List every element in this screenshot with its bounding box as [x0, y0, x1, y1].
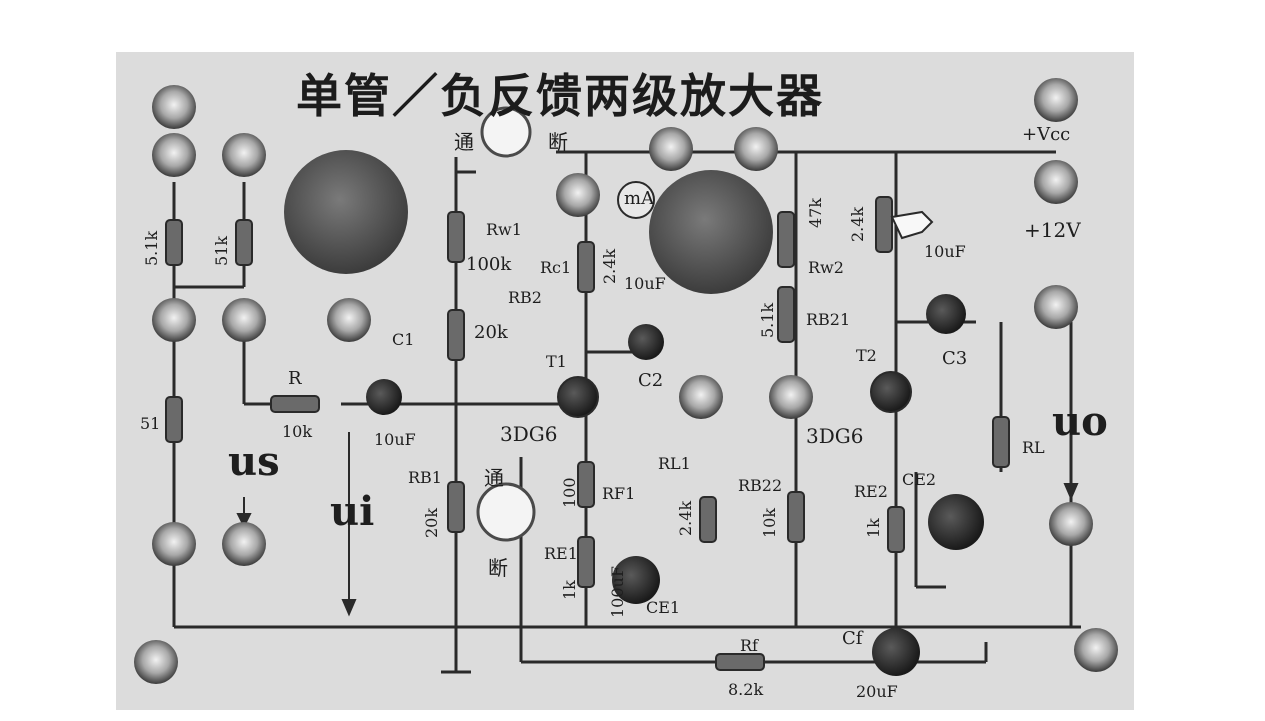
label-t1: T1: [546, 352, 567, 371]
label-cf: Cf: [842, 628, 863, 649]
label-supply: +12V: [1024, 218, 1081, 242]
hand-pointer-icon: [890, 210, 934, 240]
label-rc2-value: 2.4k: [848, 206, 867, 242]
label-c3-value: 10uF: [924, 242, 966, 261]
label-left-51k-b: 51k: [212, 235, 231, 266]
label-duan-bottom: 断: [488, 556, 508, 580]
label-tong-top: 通: [454, 130, 474, 154]
label-rb2: RB2: [508, 288, 542, 307]
label-re1-value: 1k: [560, 580, 579, 600]
label-duan-top: 断: [548, 130, 568, 154]
label-rl: RL: [1022, 438, 1045, 457]
label-rl1-value: 2.4k: [676, 500, 695, 536]
label-rb21-value: 5.1k: [758, 302, 777, 338]
rw1-knob: [284, 150, 408, 274]
label-re2: RE2: [854, 482, 888, 501]
label-ce1: CE1: [646, 598, 681, 617]
label-vcc: +Vcc: [1022, 124, 1071, 145]
label-c3: C3: [942, 348, 968, 369]
switch-bottom: [476, 482, 536, 542]
t1-transistor: [557, 376, 599, 418]
capacitors: [366, 294, 984, 676]
label-c1: C1: [392, 330, 415, 349]
label-rc1: Rc1: [540, 258, 572, 277]
label-rf-value: 8.2k: [728, 680, 764, 699]
label-c2-value: 10uF: [624, 274, 666, 293]
label-c2: C2: [638, 370, 664, 391]
label-ce1-value: 100uF: [608, 566, 627, 618]
label-t1-type: 3DG6: [500, 422, 558, 446]
label-rw1-value: 100k: [466, 254, 512, 275]
label-tong-bottom: 通: [484, 466, 504, 490]
label-rw2: Rw2: [808, 258, 844, 277]
label-rl1: RL1: [658, 454, 691, 473]
label-rw2-value: 47k: [806, 197, 825, 228]
terminals: [134, 78, 1118, 684]
circuit-board-photo: 单管／负反馈两级放大器 通 断 mA +Vcc +12V us ui uo R …: [116, 52, 1134, 710]
label-rb22: RB22: [738, 476, 783, 495]
label-ui: ui: [330, 488, 375, 535]
label-us: us: [228, 438, 280, 485]
label-rw1: Rw1: [486, 220, 522, 239]
label-t2: T2: [856, 346, 877, 365]
label-rc1-value: 2.4k: [600, 248, 619, 284]
label-rb2-value: 20k: [474, 322, 508, 343]
resistors: [165, 196, 1010, 671]
label-uo: uo: [1052, 398, 1108, 445]
label-rf1: RF1: [602, 484, 636, 503]
label-rb1-value: 20k: [422, 507, 441, 538]
label-cf-value: 20uF: [856, 682, 898, 701]
label-rf1-value: 100: [560, 477, 579, 508]
label-c1-value: 10uF: [374, 430, 416, 449]
label-rb22-value: 10k: [760, 507, 779, 538]
board-title: 单管／负反馈两级放大器: [296, 69, 824, 123]
label-r-value: 10k: [282, 422, 313, 441]
label-r: R: [288, 368, 302, 389]
label-ma: mA: [624, 188, 655, 209]
rw2-knob: [649, 170, 773, 294]
label-left-51: 51: [140, 414, 161, 433]
label-t2-type: 3DG6: [806, 424, 864, 448]
label-rf: Rf: [740, 636, 758, 655]
label-left-51k-a: 5.1k: [142, 230, 161, 266]
label-re2-value: 1k: [864, 518, 883, 538]
label-re1: RE1: [544, 544, 578, 563]
label-rb21: RB21: [806, 310, 851, 329]
label-rb1: RB1: [408, 468, 442, 487]
switch-top: [480, 106, 532, 158]
t2-transistor: [870, 371, 912, 413]
label-ce2: CE2: [902, 470, 937, 489]
circuit-drawing: [134, 78, 1118, 684]
